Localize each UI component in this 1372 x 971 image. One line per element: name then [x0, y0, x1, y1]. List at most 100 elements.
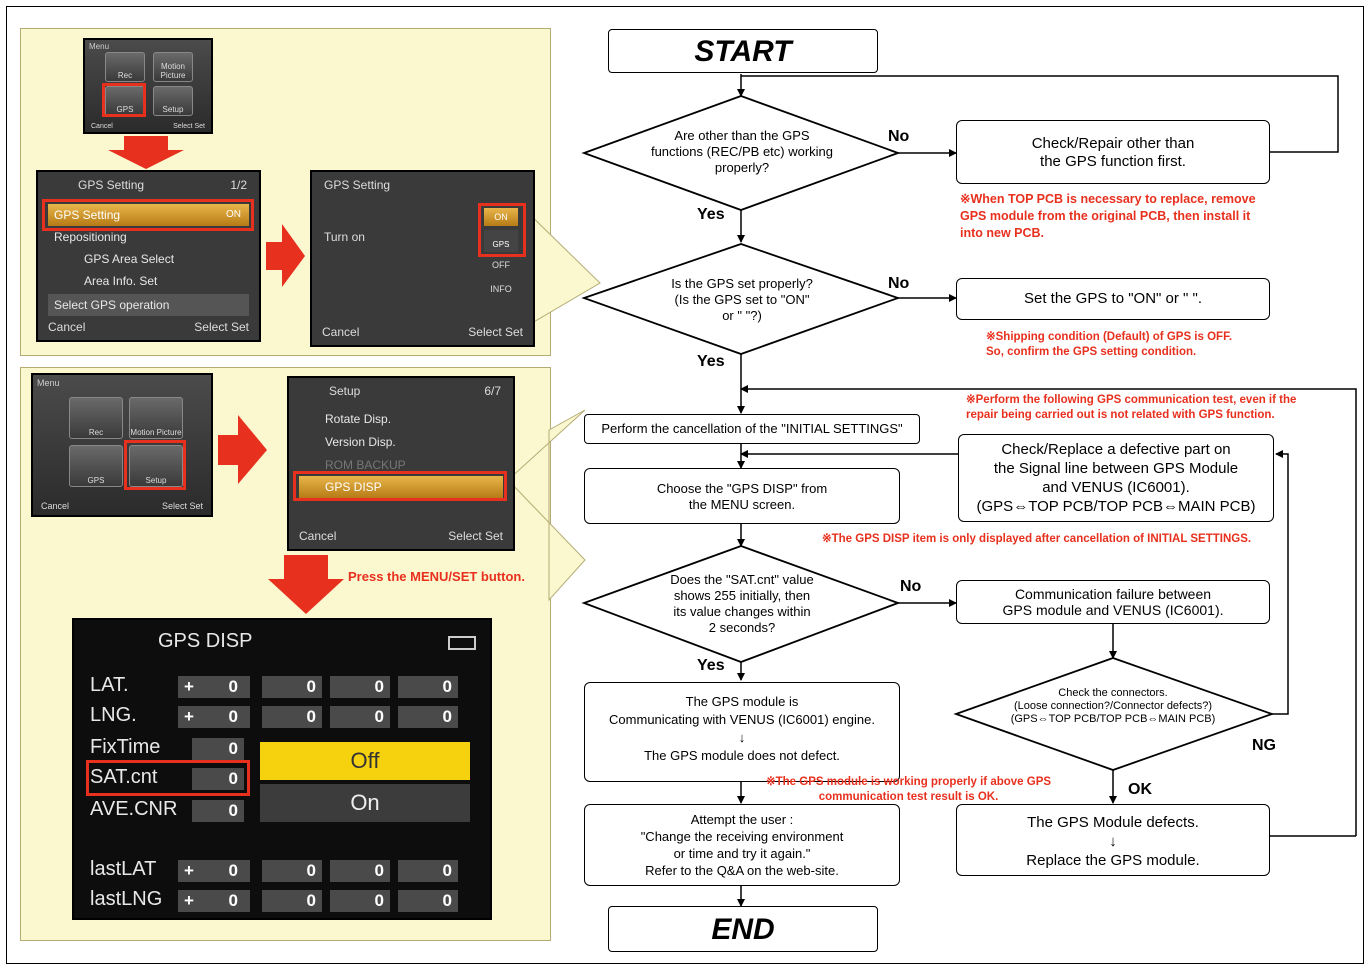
d1-line-3: properly? — [714, 160, 770, 175]
module-ok-line-1: The GPS module is — [685, 694, 799, 709]
rec-icon[interactable]: Rec — [69, 397, 123, 439]
decision-1 — [581, 95, 901, 211]
module-ok-box: The GPS module is Communicating with VEN… — [584, 682, 900, 782]
note-top-pcb: ※When TOP PCB is necessary to replace, r… — [960, 191, 1256, 242]
ng-label: NG — [1252, 737, 1276, 754]
cancel-label: Cancel — [91, 123, 113, 130]
cancel-init-box: Perform the cancellation of the "INITIAL… — [584, 414, 920, 444]
motion-picture-icon[interactable]: Motion Picture — [129, 397, 183, 439]
decision-4 — [953, 657, 1275, 771]
lng-sign: + — [178, 706, 250, 728]
note-gps-disp: ※The GPS DISP item is only displayed aft… — [822, 533, 1252, 545]
gps-icon[interactable]: GPS — [105, 86, 145, 116]
setup-icon[interactable]: Setup — [153, 86, 193, 116]
attempt-line-4: Refer to the Q&A on the web-site. — [645, 863, 839, 878]
ok-label: OK — [1128, 781, 1152, 798]
rec-label: Rec — [117, 71, 133, 80]
lastlat-value-3: 0 — [330, 860, 390, 882]
menu-item-rom-backup[interactable]: ROM BACKUP — [325, 458, 406, 472]
module-ok-arrow: ↓ — [738, 730, 746, 745]
menu-item-version-disp[interactable]: Version Disp. — [325, 435, 396, 449]
select-set-label: Select Set — [468, 325, 523, 339]
note5-line-2: communication test result is OK. — [818, 791, 999, 803]
gps-icon-highlight — [102, 83, 146, 117]
hint-text: Select GPS operation — [48, 294, 249, 316]
check-replace-box: Check/Replace a defective part on the Si… — [958, 434, 1274, 522]
select-set-label: Select Set — [194, 320, 249, 334]
menu-item-rotate-disp[interactable]: Rotate Disp. — [325, 412, 392, 426]
option-info[interactable]: INFO — [490, 284, 512, 294]
gps-setting-detail-screen: GPS Setting Turn on ON GPS OFF INFO Canc… — [310, 170, 535, 347]
down-arrow-1 — [108, 136, 184, 169]
satcnt-highlight — [86, 760, 250, 796]
gps-label: GPS — [116, 105, 134, 114]
gps-label: GPS — [87, 476, 105, 485]
menu-item-area-info-set[interactable]: Area Info. Set — [84, 274, 158, 288]
option-on[interactable]: ON — [484, 208, 518, 226]
lat-value-4: 0 — [398, 676, 458, 698]
defect-arrow: ↓ — [1109, 833, 1117, 850]
setup-label: Setup — [145, 476, 167, 485]
d1-line-2: functions (REC/PB etc) working — [650, 144, 834, 159]
yes-label-2: Yes — [697, 353, 725, 370]
comm-fail-line-2: GPS module and VENUS (IC6001). — [1002, 602, 1224, 618]
no-label-2: No — [888, 275, 910, 292]
satcnt-label: SAT.cnt — [90, 766, 158, 788]
decision-3 — [581, 545, 901, 663]
module-defect-box: The GPS Module defects. ↓ Replace the GP… — [956, 804, 1270, 876]
choose-line-2: the MENU screen. — [688, 497, 796, 512]
option-off[interactable]: OFF — [492, 260, 510, 270]
option-gps[interactable]: GPS — [484, 230, 518, 252]
menu-item-gps-disp[interactable]: GPS DISP — [299, 476, 503, 498]
attempt-box: Attempt the user : "Change the receiving… — [584, 804, 900, 886]
menu-screen-1: Menu Rec Motion Picture GPS Setup Cancel… — [83, 38, 213, 134]
set-gps-label: Set the GPS to "ON" or " ". — [1023, 290, 1203, 307]
module-ok-line-3: The GPS module does not defect. — [644, 748, 840, 763]
lastlat-value-4: 0 — [398, 860, 458, 882]
lat-value-2: 0 — [262, 676, 322, 698]
screen-footer: Cancel Select Set — [48, 320, 249, 334]
setup-label: Setup — [162, 105, 184, 114]
on-option[interactable]: On — [260, 784, 470, 822]
lastlng-value-3: 0 — [330, 890, 390, 912]
lastlng-value-4: 0 — [398, 890, 458, 912]
off-option[interactable]: Off — [260, 742, 470, 780]
choose-gps-disp-box: Choose the "GPS DISP" from the MENU scre… — [584, 468, 900, 524]
cancel-label: Cancel — [48, 320, 86, 334]
battery-icon — [448, 636, 476, 650]
menu-item-repositioning[interactable]: Repositioning — [54, 230, 127, 244]
turn-on-label: Turn on — [324, 230, 365, 244]
d3-line-2: shows 255 initially, then — [673, 588, 811, 603]
start-terminal: START — [608, 29, 878, 73]
lng-value-1: 0 — [228, 707, 238, 726]
gps-disp-screen: GPS DISP LAT. + 0 0 0 0 LNG. + 0 0 0 0 F… — [72, 618, 492, 920]
check-replace-line-4: (GPS⇔TOP PCB/TOP PCB⇔MAIN PCB) — [976, 498, 1256, 515]
item-value: ON — [226, 209, 241, 220]
note-perform-test: ※Perform the following GPS communication… — [966, 393, 1296, 423]
gps-icon[interactable]: GPS — [69, 445, 123, 487]
d2-line-1: Is the GPS set properly? — [671, 276, 813, 291]
menu-item-gps-setting[interactable]: GPS Setting ON — [48, 204, 249, 226]
check-replace-line-2: the Signal line between GPS Module — [993, 460, 1239, 477]
motion-picture-icon[interactable]: Motion Picture — [153, 52, 193, 82]
no-label-1: No — [888, 128, 910, 145]
d1-line-1: Are other than the GPS — [674, 128, 810, 143]
lastlat-value-2: 0 — [262, 860, 322, 882]
select-set-label: Select Set — [448, 529, 503, 543]
cancel-init-label: Perform the cancellation of the "INITIAL… — [601, 421, 903, 436]
decision-3-text: Does the "SAT.cnt" value shows 255 initi… — [628, 572, 856, 636]
lng-value-4: 0 — [398, 706, 458, 728]
page-indicator: 1/2 — [230, 178, 247, 192]
rec-icon[interactable]: Rec — [105, 52, 145, 82]
check-other-line-2: the GPS function first. — [1040, 153, 1186, 170]
setup-icon[interactable]: Setup — [129, 445, 183, 487]
lng-value-2: 0 — [262, 706, 322, 728]
page-indicator: 6/7 — [484, 384, 501, 398]
menu-header: Menu — [37, 378, 60, 388]
note1-line-3: into new PCB. — [960, 226, 1045, 240]
item-label: GPS Setting — [54, 208, 121, 222]
menu-item-gps-area-select[interactable]: GPS Area Select — [84, 252, 175, 266]
attempt-line-1: Attempt the user : — [690, 812, 794, 827]
lat-value-1: 0 — [228, 677, 238, 696]
